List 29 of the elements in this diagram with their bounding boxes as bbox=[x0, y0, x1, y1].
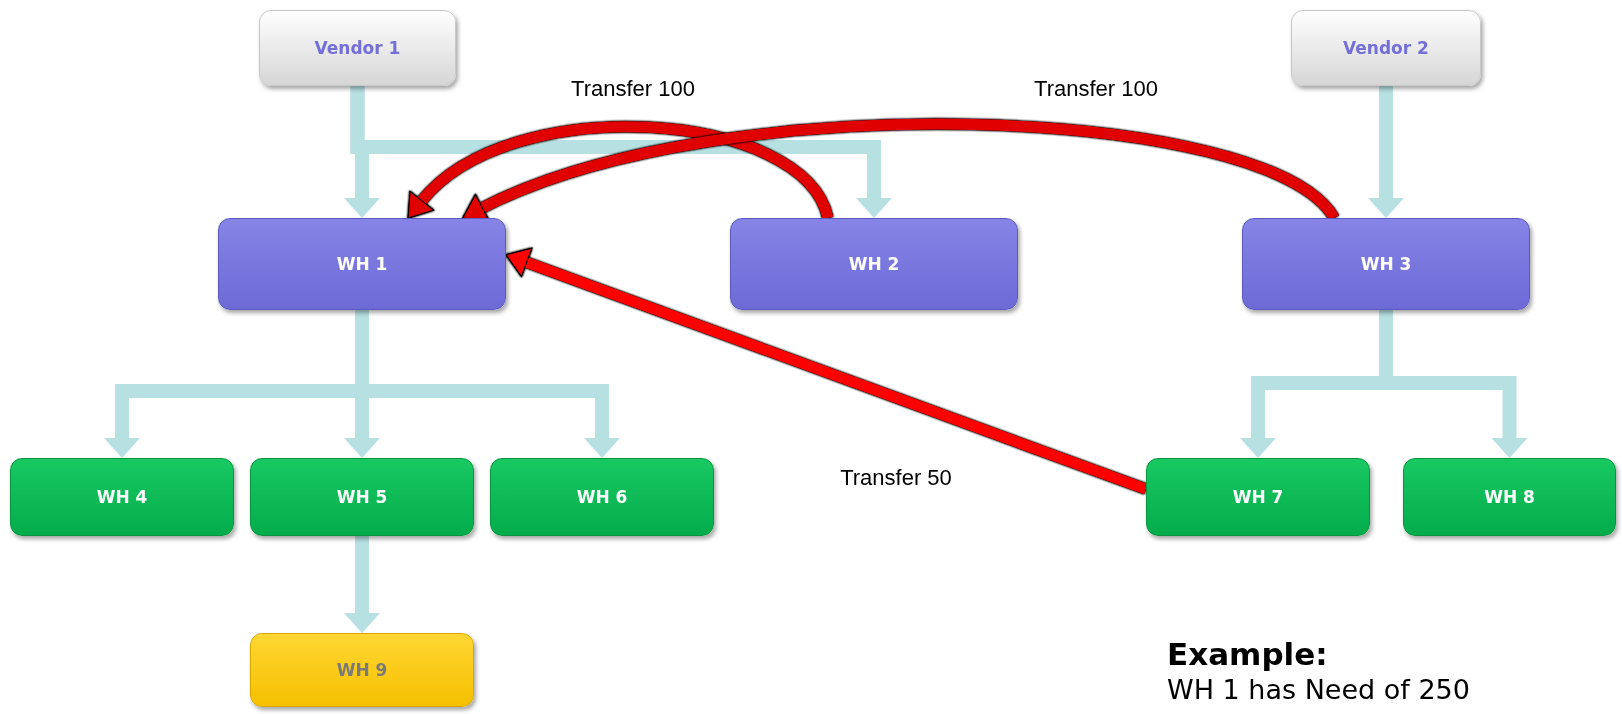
transfer-arrow bbox=[405, 121, 833, 221]
node-label: WH 5 bbox=[336, 487, 388, 507]
vendor-box bbox=[259, 10, 456, 86]
note-text: WH 1 has Need of 250 bbox=[1167, 674, 1470, 705]
node-label: Vendor 1 bbox=[314, 38, 401, 58]
warehouse-box bbox=[1146, 458, 1370, 536]
warehouse-box bbox=[490, 458, 714, 536]
warehouse-box bbox=[250, 458, 474, 536]
node-label: WH 4 bbox=[96, 487, 148, 507]
warehouse-box bbox=[250, 633, 474, 707]
node-label: WH 9 bbox=[336, 660, 388, 680]
node-label: WH 2 bbox=[848, 254, 900, 274]
note-heading: Example: bbox=[1167, 636, 1328, 672]
node-label: WH 7 bbox=[1232, 487, 1284, 507]
node-label: WH 6 bbox=[576, 487, 628, 507]
warehouse-box bbox=[730, 218, 1018, 310]
warehouse-box bbox=[218, 218, 506, 310]
warehouse-box bbox=[1403, 458, 1616, 536]
arrow bbox=[350, 86, 892, 218]
warehouse-box bbox=[10, 458, 234, 536]
warehouse-box bbox=[1242, 218, 1530, 310]
arrow bbox=[344, 536, 380, 633]
transfer-arrow bbox=[505, 247, 1148, 495]
node-label: WH 3 bbox=[1360, 254, 1412, 274]
node-label: Vendor 2 bbox=[1343, 38, 1429, 58]
node-label: WH 1 bbox=[336, 254, 388, 274]
arrow bbox=[1368, 86, 1404, 218]
node-label: WH 8 bbox=[1484, 487, 1535, 507]
vendor-box bbox=[1291, 10, 1481, 86]
